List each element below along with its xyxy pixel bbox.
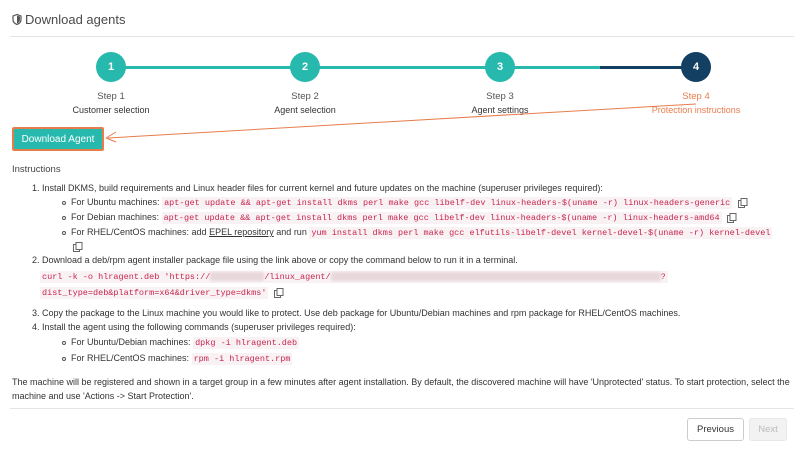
step-connector-1 [111,66,305,69]
step-2-circle: 2 [290,52,320,82]
dpkg-command: dpkg -i hlragent.deb [193,337,300,349]
arrow-annotation-icon [105,103,697,143]
instructions-heading: Instructions [12,164,61,175]
instruction-number: 4. [32,322,40,332]
step-2-description: Agent selection [274,105,336,115]
curl-command-start: curl -k -o hlragent.deb 'https:///linux_… [40,271,668,283]
rpm-command: rpm -i hlragent.rpm [191,353,293,365]
step-4-circle: 4 [681,52,711,82]
bullet-icon [62,230,66,235]
step-1-circle: 1 [96,52,126,82]
rpm-label: For RHEL/CentOS machines: [71,353,190,363]
wizard-stepper: 1 Step 1 Customer selection 2 Step 2 Age… [0,50,804,115]
curl-command-line-1: curl -k -o hlragent.deb 'https:///linux_… [40,269,668,284]
page-title: Download agents [12,12,125,27]
copy-icon[interactable] [737,197,748,208]
step-1-description: Customer selection [72,105,150,115]
ubuntu-install-row: For Ubuntu machines: apt-get update && a… [62,195,748,210]
curl-command-line-2: dist_type=deb&platform=x64&driver_type=d… [40,285,284,300]
step-1-label: Step 1 [97,91,125,102]
step-2[interactable]: 2 Step 2 Agent selection [245,50,365,115]
step-4-label: Step 4 [682,91,710,102]
deb-label: For Ubuntu/Debian machines: [71,337,191,347]
next-button: Next [749,418,787,441]
step-1[interactable]: 1 Step 1 Customer selection [51,50,171,115]
bullet-icon [62,215,66,220]
instruction-number: 2. [32,255,40,265]
copy-icon[interactable] [73,241,83,252]
bullet-icon [62,200,66,205]
rhel-install-row: For RHEL/CentOS machines: add EPEL repos… [62,225,773,240]
instruction-text: Copy the package to the Linux machine yo… [42,308,681,318]
instruction-text: Download a deb/rpm agent installer packa… [42,255,518,265]
download-agent-button[interactable]: Download Agent [12,127,104,151]
step-connector-4 [600,66,696,69]
rpm-install-row: For RHEL/CentOS machines: rpm -i hlragen… [62,351,293,366]
footer-divider [10,408,794,409]
step-4-description: Protection instructions [651,105,741,115]
epel-repository-link[interactable]: EPEL repository [209,227,274,237]
instruction-number: 1. [32,183,40,193]
deb-install-row: For Ubuntu/Debian machines: dpkg -i hlra… [62,335,300,350]
ubuntu-label: For Ubuntu machines: [71,197,160,207]
step-connector-2 [305,66,500,69]
previous-button[interactable]: Previous [687,418,744,441]
bullet-icon [62,356,66,361]
rhel-label: For RHEL/CentOS machines: add [71,227,207,237]
instruction-step-2: 2. Download a deb/rpm agent installer pa… [32,253,518,267]
step-4: 4 Step 4 Protection instructions [636,50,756,115]
step-3-description: Agent settings [471,105,529,115]
step-2-label: Step 2 [291,91,319,102]
registration-note: The machine will be registered and shown… [12,377,790,401]
curl-command-end: dist_type=deb&platform=x64&driver_type=d… [40,287,269,299]
instruction-step-1: 1. Install DKMS, build requirements and … [32,181,603,195]
debian-label: For Debian machines: [71,212,160,222]
shield-icon [12,14,22,25]
step-connector-3 [500,66,600,69]
step-3-circle: 3 [485,52,515,82]
ubuntu-command: apt-get update && apt-get install dkms p… [162,197,733,209]
step-3[interactable]: 3 Step 3 Agent settings [440,50,560,115]
debian-command: apt-get update && apt-get install dkms p… [161,212,722,224]
rhel-label-run: and run [276,227,307,237]
rhel-copy-row [70,239,83,253]
bullet-icon [62,340,66,345]
debian-install-row: For Debian machines: apt-get update && a… [62,210,737,225]
page-title-text: Download agents [25,12,126,27]
instruction-step-4: 4. Install the agent using the following… [32,320,356,334]
instruction-step-3: 3. Copy the package to the Linux machine… [32,306,680,320]
rhel-command: yum install dkms perl make gcc elfutils-… [309,227,773,239]
instruction-number: 3. [32,308,40,318]
step-3-label: Step 3 [486,91,514,102]
header-divider [10,36,794,37]
copy-icon[interactable] [727,212,737,223]
instruction-text: Install DKMS, build requirements and Lin… [42,183,603,193]
copy-icon[interactable] [273,287,284,298]
instruction-text: Install the agent using the following co… [42,322,356,332]
